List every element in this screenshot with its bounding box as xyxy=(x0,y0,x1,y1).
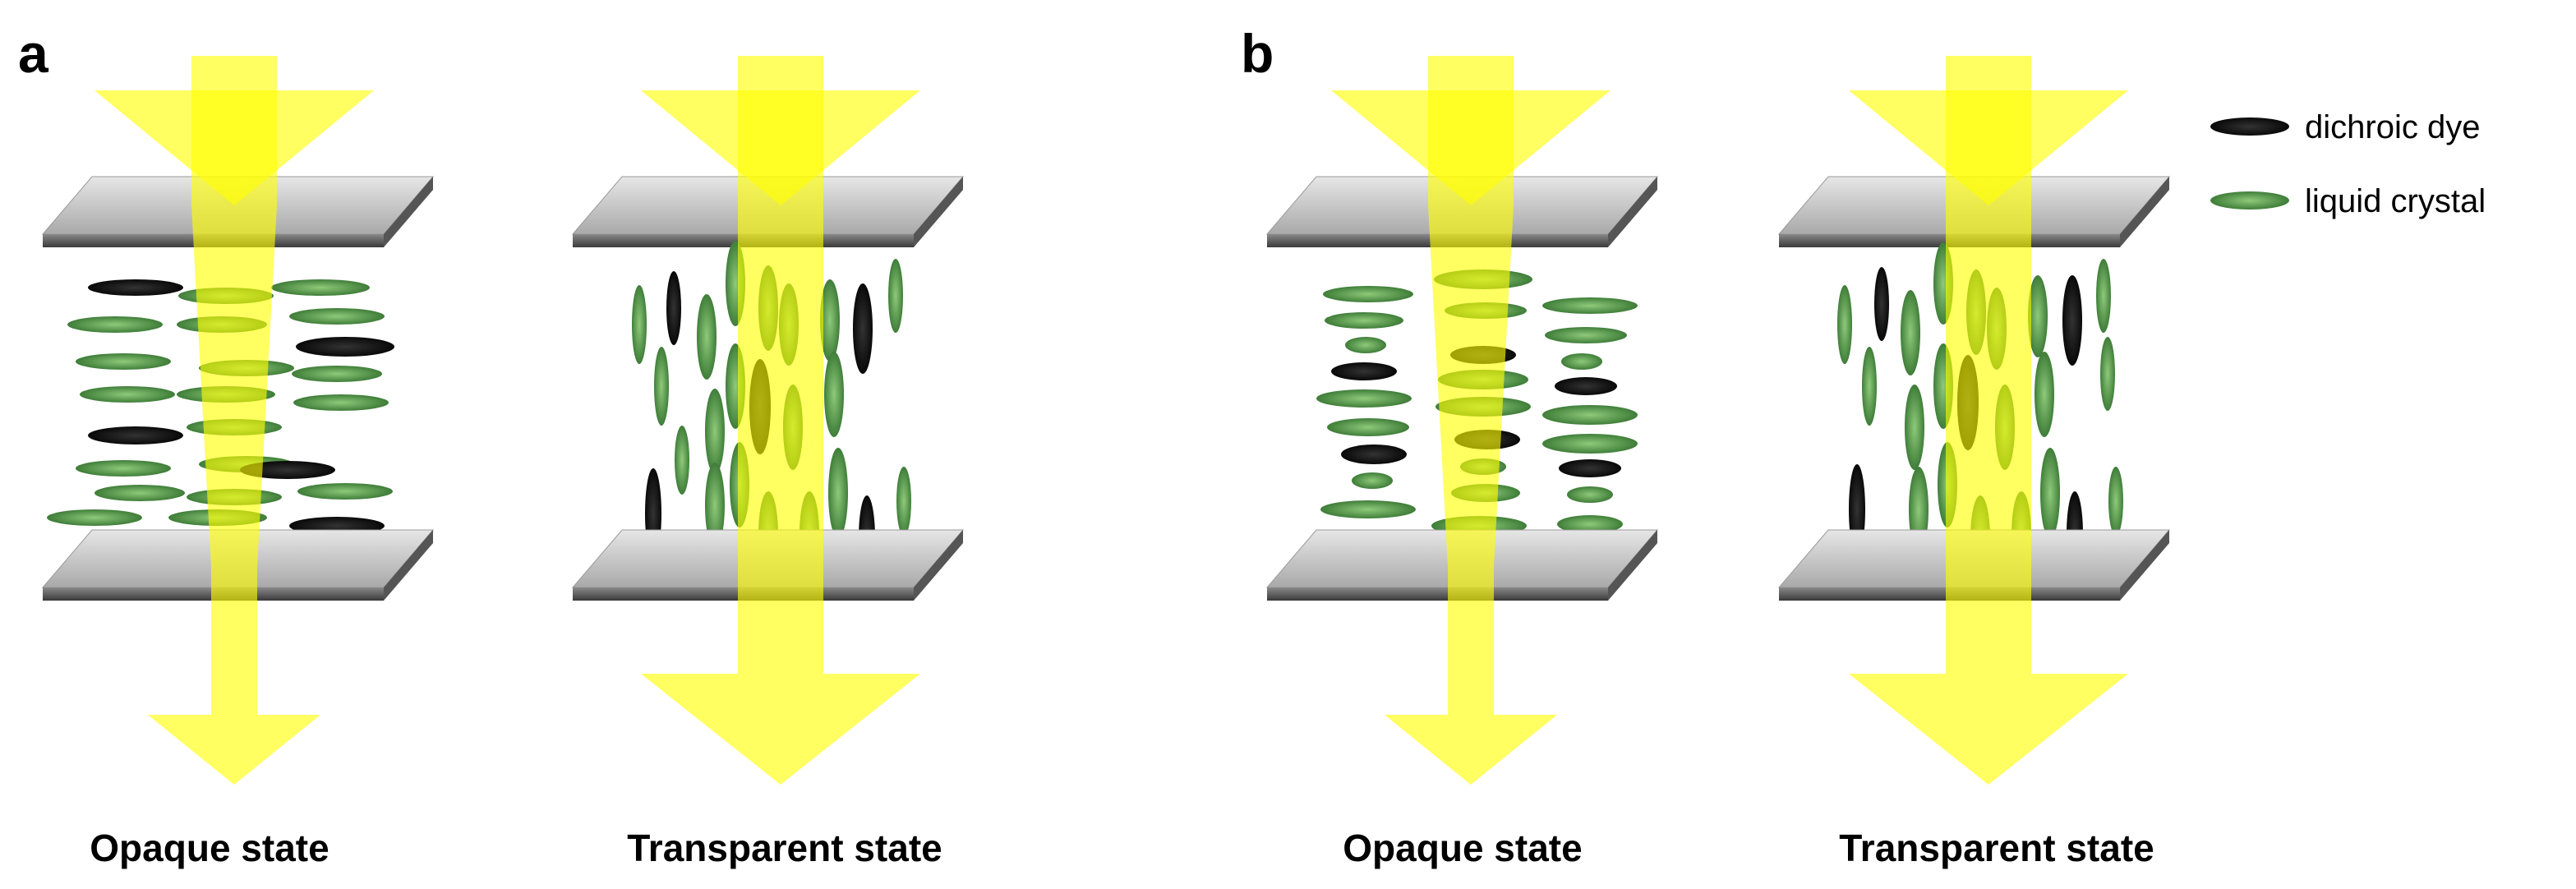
molecule-3 xyxy=(675,426,689,495)
molecule-5 xyxy=(697,294,717,380)
bottom-glass-plate-side xyxy=(384,530,433,601)
molecule-17 xyxy=(1542,434,1638,454)
panel-a-transparent-device xyxy=(571,56,965,785)
molecule-17 xyxy=(2035,352,2054,437)
bottom-arrowhead xyxy=(1385,715,1557,785)
molecule-16 xyxy=(2028,275,2048,357)
molecule-19 xyxy=(828,448,848,538)
bottom-glass-plate-side xyxy=(2120,530,2169,601)
bottom-arrowhead xyxy=(641,674,920,785)
molecule-12 xyxy=(88,426,183,444)
molecule-6 xyxy=(1345,337,1386,353)
molecule-2 xyxy=(654,347,669,426)
molecule-0 xyxy=(88,279,183,296)
molecule-22 xyxy=(2100,337,2115,411)
molecule-1 xyxy=(666,271,681,345)
molecule-17 xyxy=(240,461,335,479)
molecule-26 xyxy=(1557,515,1623,533)
molecule-2 xyxy=(271,279,370,296)
top-glass-plate-side xyxy=(384,177,433,247)
molecule-18 xyxy=(1341,444,1407,464)
molecule-4 xyxy=(1901,290,1920,375)
molecule-20 xyxy=(853,283,873,374)
molecule-6 xyxy=(705,389,725,474)
molecule-17 xyxy=(820,279,840,362)
panel-a-transparent-caption: Transparent state xyxy=(627,827,942,869)
molecule-23 xyxy=(2108,467,2123,536)
bottom-glass-plate-side xyxy=(914,530,963,601)
molecule-2 xyxy=(1542,297,1638,314)
panel-b-transparent-device xyxy=(1777,56,2171,785)
molecule-9 xyxy=(1331,362,1397,380)
molecule-21 xyxy=(47,509,142,526)
legend: dichroic dye liquid crystal xyxy=(2210,109,2486,219)
top-glass-plate-side xyxy=(2120,177,2169,247)
molecule-2 xyxy=(1862,347,1877,426)
legend-dye-swatch xyxy=(2210,117,2289,136)
panel-a-opaque-device xyxy=(41,56,435,785)
panel-b-opaque-device xyxy=(1265,56,1659,785)
molecule-5 xyxy=(1905,385,1924,470)
molecule-15 xyxy=(1327,418,1409,436)
molecule-22 xyxy=(888,259,903,333)
molecule-11 xyxy=(292,366,382,382)
molecule-18 xyxy=(824,352,844,437)
molecule-20 xyxy=(1559,459,1621,477)
molecule-24 xyxy=(1320,500,1416,518)
panel-a-opaque-caption: Opaque state xyxy=(90,827,329,869)
molecule-21 xyxy=(1352,472,1393,489)
light-beam-shaft xyxy=(738,56,823,674)
molecule-14 xyxy=(293,394,389,411)
molecule-14 xyxy=(1542,405,1638,425)
molecule-21 xyxy=(2096,259,2111,333)
bottom-arrowhead xyxy=(148,715,320,785)
bottom-arrowhead xyxy=(1849,674,2128,785)
panel-a-label: a xyxy=(18,23,49,84)
molecule-12 xyxy=(1316,389,1412,408)
legend-lc-label: liquid crystal xyxy=(2305,183,2486,219)
molecule-0 xyxy=(632,285,647,364)
panel-b-transparent-caption: Transparent state xyxy=(1839,827,2154,869)
legend-dye-label: dichroic dye xyxy=(2305,109,2480,145)
bottom-glass-plate-edge xyxy=(1267,587,1608,601)
molecule-5 xyxy=(1545,327,1627,343)
molecule-8 xyxy=(1561,353,1602,370)
bottom-glass-plate-side xyxy=(1608,530,1657,601)
molecule-19 xyxy=(2062,275,2082,366)
legend-lc-swatch xyxy=(2210,191,2289,210)
molecule-11 xyxy=(1555,377,1617,395)
molecule-7 xyxy=(705,463,725,548)
light-beam-funnel xyxy=(1428,56,1514,715)
light-beam-funnel xyxy=(191,56,277,715)
top-glass-plate-side xyxy=(914,177,963,247)
molecule-20 xyxy=(297,483,393,500)
molecule-18 xyxy=(94,485,185,501)
panel-b-opaque-caption: Opaque state xyxy=(1343,827,1582,869)
molecule-5 xyxy=(289,308,385,325)
molecule-18 xyxy=(2040,448,2060,538)
molecule-23 xyxy=(896,467,911,536)
panel-b-label: b xyxy=(1241,23,1274,84)
molecule-0 xyxy=(1323,286,1413,302)
molecule-9 xyxy=(80,386,175,403)
molecule-15 xyxy=(76,460,171,477)
molecule-0 xyxy=(1837,285,1852,364)
top-glass-plate-side xyxy=(1608,177,1657,247)
light-beam-shaft xyxy=(1946,56,2031,674)
molecule-6 xyxy=(76,353,171,370)
molecule-3 xyxy=(67,316,163,333)
molecule-23 xyxy=(1567,486,1613,503)
molecule-8 xyxy=(296,337,394,357)
molecule-3 xyxy=(1325,312,1403,329)
molecule-1 xyxy=(1874,267,1889,341)
